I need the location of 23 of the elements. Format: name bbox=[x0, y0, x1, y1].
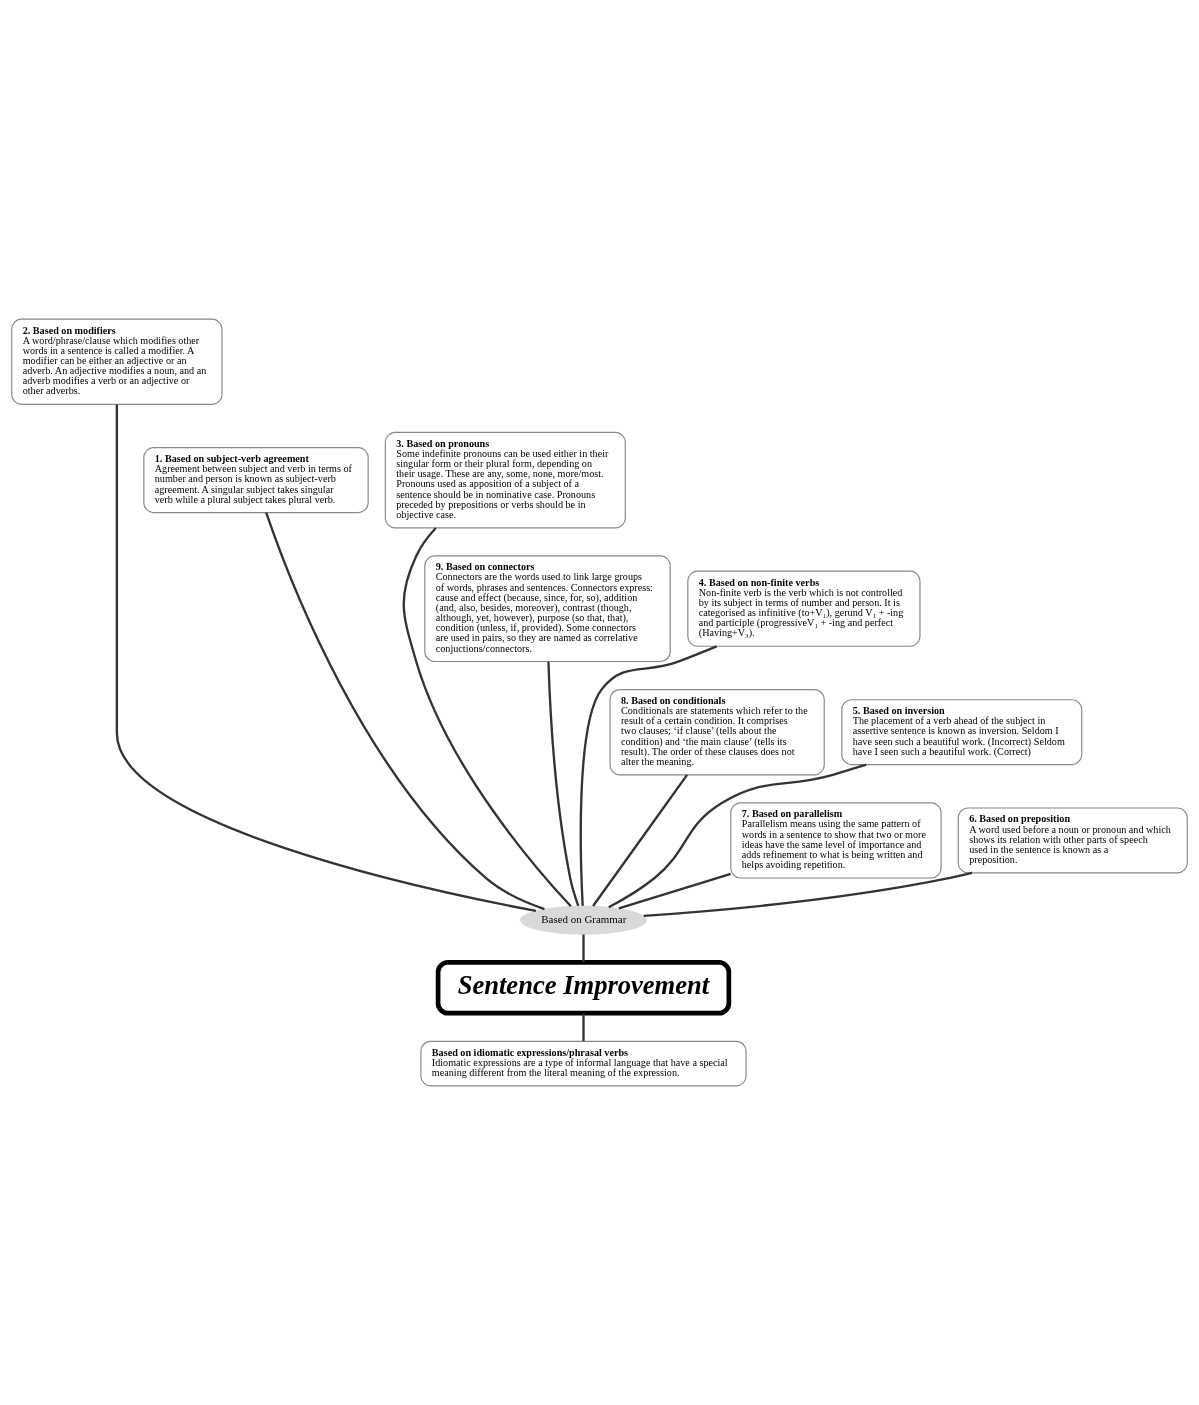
node-box: 2. Based on modifiers A word/phrase/clause which modifies other words in a sentence is called a modifier. A modifier can be either an adjective or an adverb. An adjective modifies a noun, and an adverb modifies a verb or an adjective or other adverbs. bbox=[11, 318, 223, 405]
connector bbox=[115, 404, 537, 913]
connector bbox=[582, 1013, 585, 1042]
connector bbox=[643, 871, 973, 918]
node-box: Sentence Improvement bbox=[435, 960, 732, 1016]
node-box: Based on idiomatic expressions/phrasal verbs Idiomatic expressions are a type of informal language that have a special meaning different from the literal meaning of the expression. bbox=[420, 1040, 747, 1087]
connector bbox=[547, 661, 580, 907]
node-box: 7. Based on parallelism Parallelism means using the same pattern of words in a sentence to show that two or more ideas have the same level of importance and adds refinement to what is being written and helps avoiding repetition. bbox=[730, 802, 942, 879]
node-box: 9. Based on connectors Connectors are the words used to link large groups of words, phrases and sentences. Connectors express: cause and effect (because, since, for, so), addition (and, also, besides, moreover), contrast (though, although, yet, however), purpose (so that, that), condition (unless, if, provided). Some connectors are used in pairs, so they are named as correlative conjuctions/connectors. bbox=[424, 555, 671, 663]
node-box: 5. Based on inversion The placement of a verb ahead of the subject in assertive sentence is known as inversion. Seldom I have seen such a beautiful work. (Incorrect) Seldom have I seen such a beautiful work. (Correct) bbox=[841, 699, 1083, 766]
connector bbox=[618, 872, 732, 910]
connector bbox=[265, 512, 545, 911]
node-box: 1. Based on subject-verb agreement Agreement between subject and verb in terms of number and person is known as subject-verb agreement. A singular subject takes singular verb while a plural subject takes plural verb. bbox=[143, 447, 369, 514]
connector bbox=[582, 934, 585, 963]
node-box: 8. Based on conditionals Conditionals are statements which refer to the result of a certain condition. It comprises two clauses; ‘if clause’ (tells about the condition) and ‘the main clause’ (tells its result). The order of these clauses does not alter the meaning. bbox=[609, 689, 825, 776]
node-ellipse: Based on Grammar bbox=[520, 905, 647, 935]
node-box: 3. Based on pronouns Some indefinite pronouns can be used either in their singular form or their plural form, depending on their usage. These are any, some, none, more/most. Pronouns used as apposition of a subject of a sentence should be in nominative case. Pronouns preceded by prepositions or verbs should be in objective case. bbox=[384, 431, 626, 529]
connector bbox=[592, 774, 689, 907]
node-box: 4. Based on non-finite verbs Non-finite verb is the verb which is not controlled by its subject in terms of number and person. It is categorised as infinitive (to+V₁), gerund V₁ + -ing and participle (progressiveV₁ + -ing and perfect (Having+V₃). bbox=[687, 570, 921, 647]
connector bbox=[402, 527, 572, 908]
node-box: 6. Based on preposition A word used before a noun or pronoun and which shows its relation with other parts of speech used in the sentence is known as a preposition. bbox=[957, 807, 1188, 874]
connector bbox=[608, 763, 867, 909]
connector bbox=[579, 645, 718, 906]
